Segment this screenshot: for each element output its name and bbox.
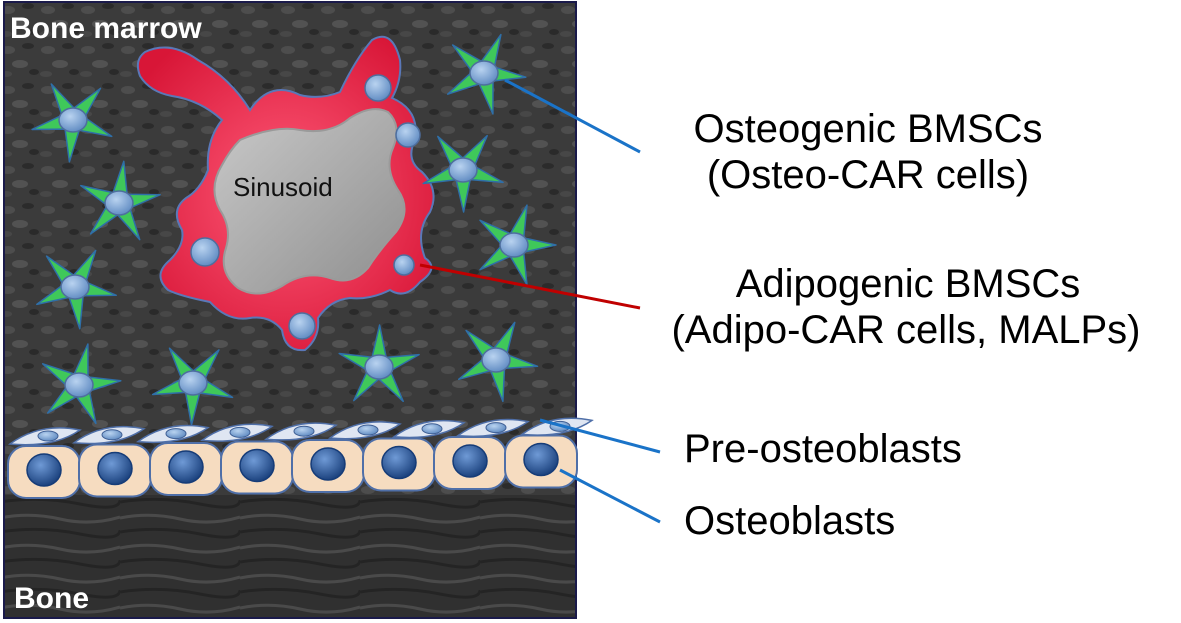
osteo-car-cell-nucleus [60,274,90,300]
adipo-cell-nucleus [190,237,220,267]
osteo-car-cell-nucleus [104,190,134,216]
adipo-cell-nucleus [364,74,392,102]
preosteoblasts-label: Pre-osteoblasts [684,427,962,471]
osteo-car-cell-nucleus [64,372,94,398]
osteo-car-cell-nucleus [448,157,478,183]
osteoblast-nucleus [523,442,559,477]
osteo-car-cell-nucleus [499,232,529,258]
bone-region [5,495,575,617]
osteoblasts-label: Osteoblasts [684,499,895,543]
adipogenic-leader-line [419,263,641,310]
osteo-car-cell-nucleus [481,347,511,373]
osteoblast-nucleus [26,453,62,487]
preosteoblast-nucleus [485,422,507,434]
preosteoblast-nucleus [421,423,443,435]
osteoblast-layer [7,434,578,499]
osteoblast-nucleus [168,450,204,484]
adipo-cell-nucleus [393,254,415,276]
preosteoblast-nucleus [37,430,59,442]
adipo-cell-nucleus [288,312,316,340]
adipo-cell-nucleus [395,122,421,148]
preosteoblast-nucleus [229,426,251,438]
adipogenic-label-line1: Adipogenic BMSCs [736,262,1081,306]
osteogenic-leader-line [504,78,641,154]
preosteoblast-layer [7,417,594,446]
osteoblast-nucleus [239,448,275,483]
bone-marrow-label: Bone marrow [10,12,202,45]
preosteoblast-nucleus [165,428,187,440]
osteo-car-cells [31,33,557,426]
osteoblast-nucleus [310,447,346,481]
sinusoid-group: Sinusoid [136,35,435,352]
osteoblast-nucleus [381,445,417,480]
osteogenic-label-line2: (Osteo-CAR cells) [707,153,1029,197]
bone-label: Bone [14,582,89,615]
preosteoblast-nucleus [357,424,379,436]
preosteoblast-nucleus [101,429,123,441]
osteoblast-nucleus [97,451,133,486]
preosteoblast-nucleus [293,425,315,437]
sinusoid [213,108,406,295]
sinusoid-label: Sinusoid [233,172,333,202]
preosteoblast-leader-line [539,418,661,454]
osteo-car-cell-nucleus [364,354,394,380]
osteoblast-nucleus [452,444,488,478]
osteo-car-cell-nucleus [58,107,88,133]
osteo-car-cell-nucleus [469,60,499,86]
osteo-car-cell-nucleus [178,370,208,396]
osteoblast-leader-line [559,468,661,524]
osteogenic-label-line1: Osteogenic BMSCs [693,107,1042,151]
adipogenic-label-line2: (Adipo-CAR cells, MALPs) [671,308,1140,352]
